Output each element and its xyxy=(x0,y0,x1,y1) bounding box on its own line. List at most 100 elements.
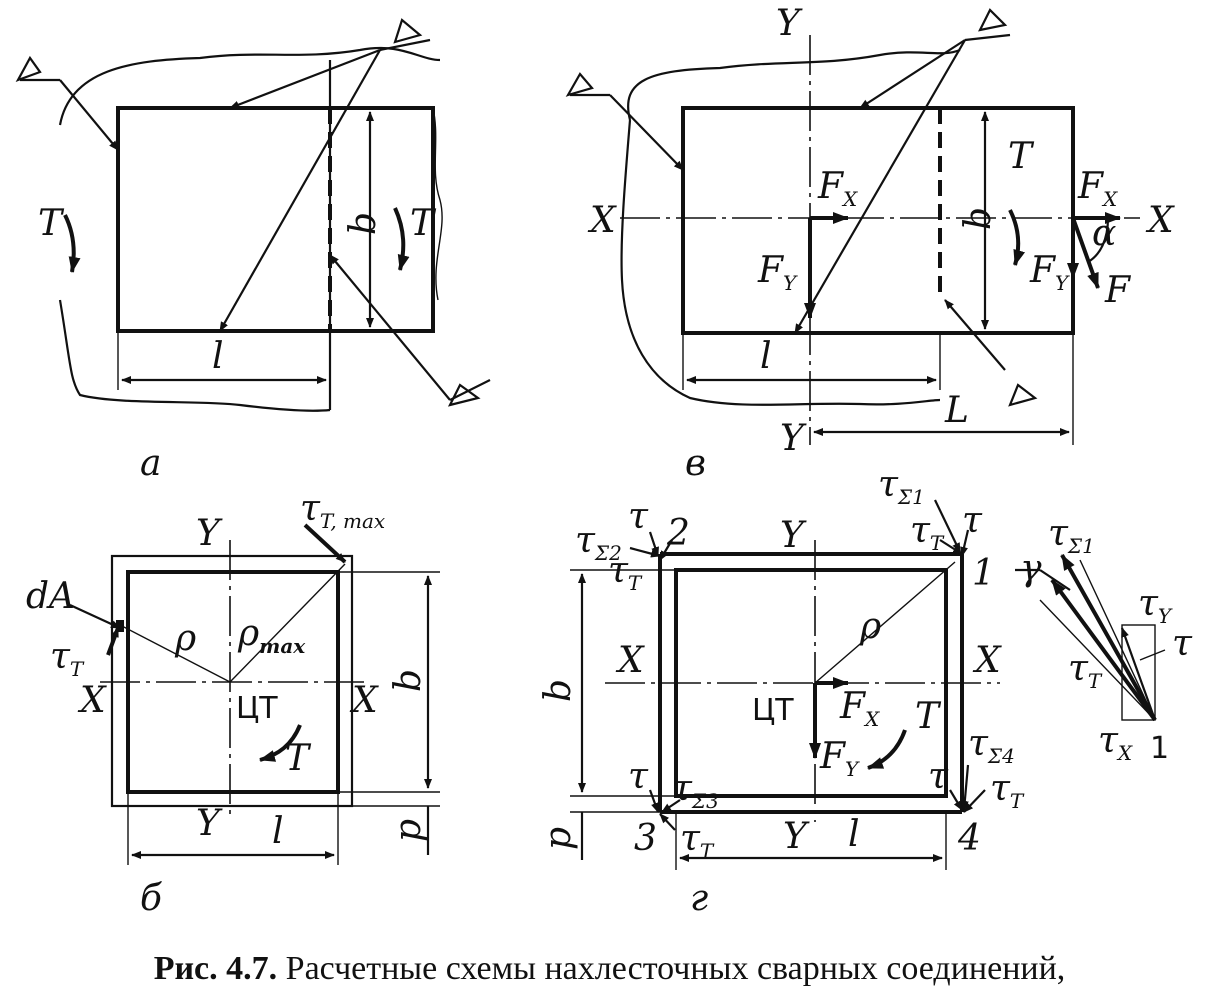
label-T-left-a: T xyxy=(38,203,65,244)
stress-vector-diagram: γ τΣ1 τY τ τT τX 1 xyxy=(1015,513,1193,766)
label-F-v: F xyxy=(1104,270,1132,311)
weld-leader-1b-v xyxy=(609,94,684,171)
panel-letter-b: б xyxy=(140,878,163,919)
label-vec-tauT: τT xyxy=(1068,648,1103,693)
label-tau-3-g: τ xyxy=(628,756,649,797)
stress-tauT-1-g xyxy=(939,539,963,555)
caption-prefix: Рис. 4.7. xyxy=(153,950,278,987)
vec-tau xyxy=(1120,627,1157,721)
label-T-right-a: T xyxy=(410,203,437,244)
label-L-v: L xyxy=(944,390,969,431)
wavy-right-a xyxy=(432,107,443,301)
label-p-b: p xyxy=(388,819,429,842)
label-l-a: l xyxy=(212,336,224,377)
vec-tau-tick xyxy=(1139,649,1166,661)
radius-rho-b xyxy=(119,624,231,683)
moment-arrow-v xyxy=(1008,209,1025,266)
label-rho-g: ρ xyxy=(859,606,881,647)
panel-letter-v: в xyxy=(685,443,706,484)
label-p-g: p xyxy=(538,827,579,850)
weld-leader-1b-a xyxy=(59,79,119,151)
panel-letter-g: г xyxy=(690,878,708,919)
label-tau-2-g: τ xyxy=(628,496,649,537)
caption-text: Расчетные схемы нахлесточных сварных сое… xyxy=(285,950,1066,987)
label-dA-b: dA xyxy=(26,576,75,617)
label-X-right-b: X xyxy=(349,680,379,721)
label-FY-center-v: FY xyxy=(757,250,798,295)
vec-outline-1 xyxy=(1039,599,1156,721)
label-vec-gamma: γ xyxy=(1020,548,1042,589)
label-Y-top-b: Y xyxy=(196,513,223,554)
label-T-g: T xyxy=(915,696,942,737)
corner-3-g: 3 xyxy=(634,818,657,859)
label-tauS2-g: τΣ2 xyxy=(575,520,622,565)
stress-tauT-b xyxy=(106,627,120,656)
label-T-b: T xyxy=(285,738,312,779)
weld-triangle-1-v xyxy=(565,72,594,97)
stress-tauT-3-g xyxy=(659,813,676,831)
label-b-b: b xyxy=(388,669,429,692)
panel-a: T T b l а xyxy=(15,18,491,484)
weld-triangle-2-a xyxy=(393,18,423,44)
radius-rho-g xyxy=(814,561,956,684)
stress-tauS1-1-g xyxy=(934,499,961,553)
weld-leader-2-a xyxy=(229,48,381,110)
label-tauT-2-g: τT xyxy=(608,550,643,595)
label-FX-g: FX xyxy=(839,686,880,731)
radius-rho-max-b xyxy=(229,563,346,683)
moment-arrow-g xyxy=(867,729,907,770)
stress-tauS3-3-g xyxy=(661,799,681,813)
vec-tauT xyxy=(1050,578,1157,722)
stress-tauT-2-g xyxy=(659,539,673,561)
label-b-v: b xyxy=(958,207,999,230)
label-vec-tauX: τX xyxy=(1098,720,1133,765)
vec-tauY-box xyxy=(1121,624,1156,721)
label-vec-tauY: τY xyxy=(1138,583,1173,628)
label-FY-right-v: FY xyxy=(1029,250,1070,295)
label-alpha-v: α xyxy=(1092,213,1116,254)
weld-triangle-2-v xyxy=(978,8,1008,32)
stress-tauS4-4-g xyxy=(960,764,970,811)
weld-leader-2b-a xyxy=(219,49,381,332)
weld-leader-2-v xyxy=(859,39,966,109)
vec-outline-2 xyxy=(1079,559,1156,721)
label-CT-g: ЦТ xyxy=(752,693,794,728)
label-tauT-1-g: τT xyxy=(910,510,945,555)
weld-leader-2b-v xyxy=(794,39,966,334)
moment-arrow-right-a xyxy=(393,207,410,271)
label-l-v: l xyxy=(760,336,772,377)
moment-arrow-left-a xyxy=(63,214,81,273)
label-Y-top-g: Y xyxy=(780,515,807,556)
label-l-g: l xyxy=(848,814,860,855)
label-X-right-v: X xyxy=(1145,200,1175,241)
label-vec-tauS1: τΣ1 xyxy=(1048,513,1095,558)
leader-dA-b xyxy=(69,604,121,629)
label-l-b: l xyxy=(272,811,284,852)
label-FX-right-v: FX xyxy=(1077,166,1118,211)
weld-leader-2c-a xyxy=(379,38,431,52)
weld-leader-3-v xyxy=(944,299,1006,371)
label-Y-top-v: Y xyxy=(776,3,803,44)
weld-leader-2c-v xyxy=(964,33,1011,42)
label-FX-center-v: FX xyxy=(817,166,858,211)
label-tauT-b: τT xyxy=(50,636,85,681)
wavy-plate-outline-a xyxy=(58,46,441,126)
wavy-plate-left-v xyxy=(620,119,941,406)
label-b-a: b xyxy=(343,212,384,235)
label-tau-1-g: τ xyxy=(962,500,983,541)
figure-caption: Рис. 4.7. Расчетные схемы нахлесточных с… xyxy=(0,950,1219,988)
label-tauT-4-g: τT xyxy=(990,768,1025,813)
weld-triangle-1-a xyxy=(15,55,42,83)
weld-triangle-3-v xyxy=(1008,383,1038,407)
weld-leader-3b-a xyxy=(449,379,491,401)
angle-alpha-arc-v xyxy=(1087,217,1110,263)
moment-arrow-b xyxy=(259,724,302,762)
weld-triangle-3-a xyxy=(447,383,481,407)
corner-4-g: 4 xyxy=(957,818,981,859)
panel-g: Y Y X X ρ ЦТ FX FY T 2 1 3 4 τΣ1 τ τT τ … xyxy=(538,464,1025,919)
label-Y-bottom-b: Y xyxy=(196,803,223,844)
label-X-left-b: X xyxy=(77,680,107,721)
label-tauS3-g: τΣ3 xyxy=(672,768,719,813)
corner-2-g: 2 xyxy=(666,513,690,554)
